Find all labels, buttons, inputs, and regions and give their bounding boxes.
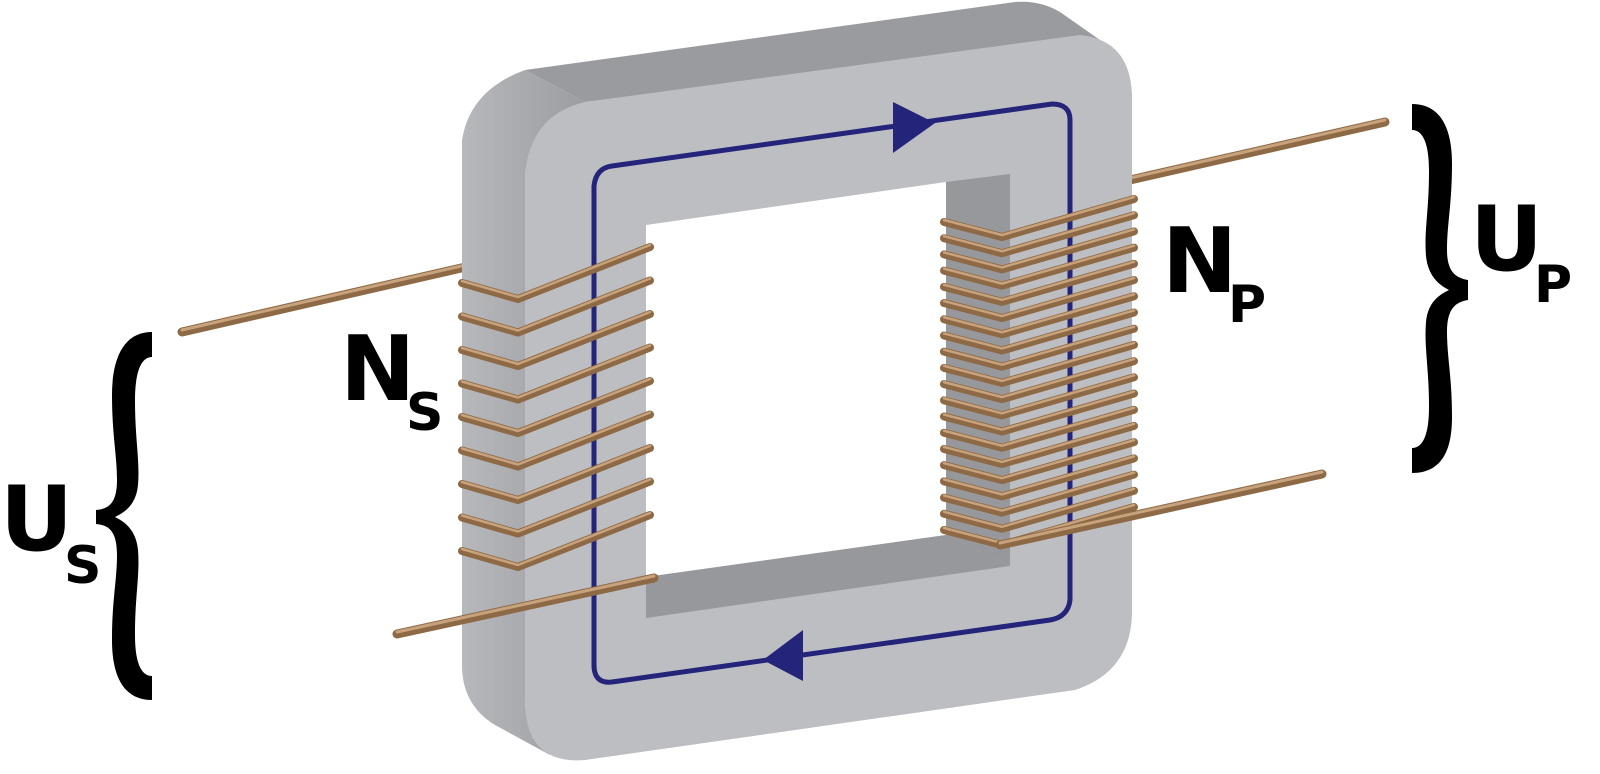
- primary-voltage-subscript: P: [1534, 255, 1572, 315]
- secondary-voltage-subscript: S: [64, 536, 101, 596]
- coil-turn: [940, 389, 1138, 436]
- coil-turn: [940, 357, 1138, 404]
- secondary-turns-label: N S: [340, 317, 443, 443]
- coil-turn: [940, 340, 1138, 387]
- secondary-voltage-label: U S: [0, 467, 101, 596]
- coil-turn: [458, 377, 654, 437]
- coil-turn: [458, 310, 654, 370]
- coil-turn: [940, 405, 1138, 452]
- primary-turns-subscript: P: [1228, 275, 1266, 335]
- coil-turn: [458, 410, 654, 471]
- primary-upper-lead: [1125, 117, 1390, 185]
- core-window-shadow-bottom: [646, 535, 1010, 618]
- core-top-face: [525, 1, 1100, 102]
- secondary-voltage-symbol: U: [0, 467, 73, 572]
- coil-turn: [940, 438, 1138, 485]
- flux-arrow-bottom: [763, 630, 803, 681]
- secondary-upper-lead: [177, 261, 475, 337]
- secondary-turns-subscript: S: [406, 383, 443, 443]
- coil-turn: [458, 511, 654, 571]
- primary-coil: [940, 195, 1138, 549]
- coil-turn: [940, 324, 1138, 371]
- flux-arrow-top: [893, 102, 935, 153]
- coil-turn: [940, 421, 1138, 468]
- primary-turns-symbol: N: [1162, 209, 1237, 314]
- coil-turn: [940, 373, 1138, 420]
- coil-turn: [940, 454, 1138, 501]
- primary-voltage-label: U P: [1470, 187, 1572, 315]
- coil-turn: [940, 470, 1138, 517]
- coil-turn: [940, 486, 1138, 533]
- coil-turn: [458, 444, 654, 504]
- coil-turn: [458, 477, 654, 538]
- core-left-side: [462, 70, 585, 755]
- primary-turns-label: N P: [1162, 209, 1266, 335]
- coil-turn: [458, 276, 654, 337]
- coil-turn: [940, 195, 1138, 241]
- coil-turn: [940, 308, 1138, 355]
- magnetic-flux-path: [591, 101, 1073, 685]
- coil-turn: [940, 227, 1138, 274]
- coil-turn: [940, 276, 1138, 323]
- primary-lower-lead: [995, 469, 1327, 550]
- coil-turn: [940, 211, 1138, 258]
- primary-voltage-brace: [1412, 104, 1468, 473]
- secondary-voltage-brace: [96, 332, 152, 700]
- coil-turn: [458, 343, 654, 404]
- coil-turn: [940, 292, 1138, 339]
- primary-voltage-symbol: U: [1470, 187, 1543, 292]
- coil-turn: [940, 243, 1138, 290]
- secondary-turns-symbol: N: [340, 317, 415, 422]
- secondary-lower-lead: [392, 573, 659, 639]
- secondary-coil: [458, 243, 654, 571]
- coil-turn: [940, 259, 1138, 306]
- coil-turn: [458, 243, 654, 303]
